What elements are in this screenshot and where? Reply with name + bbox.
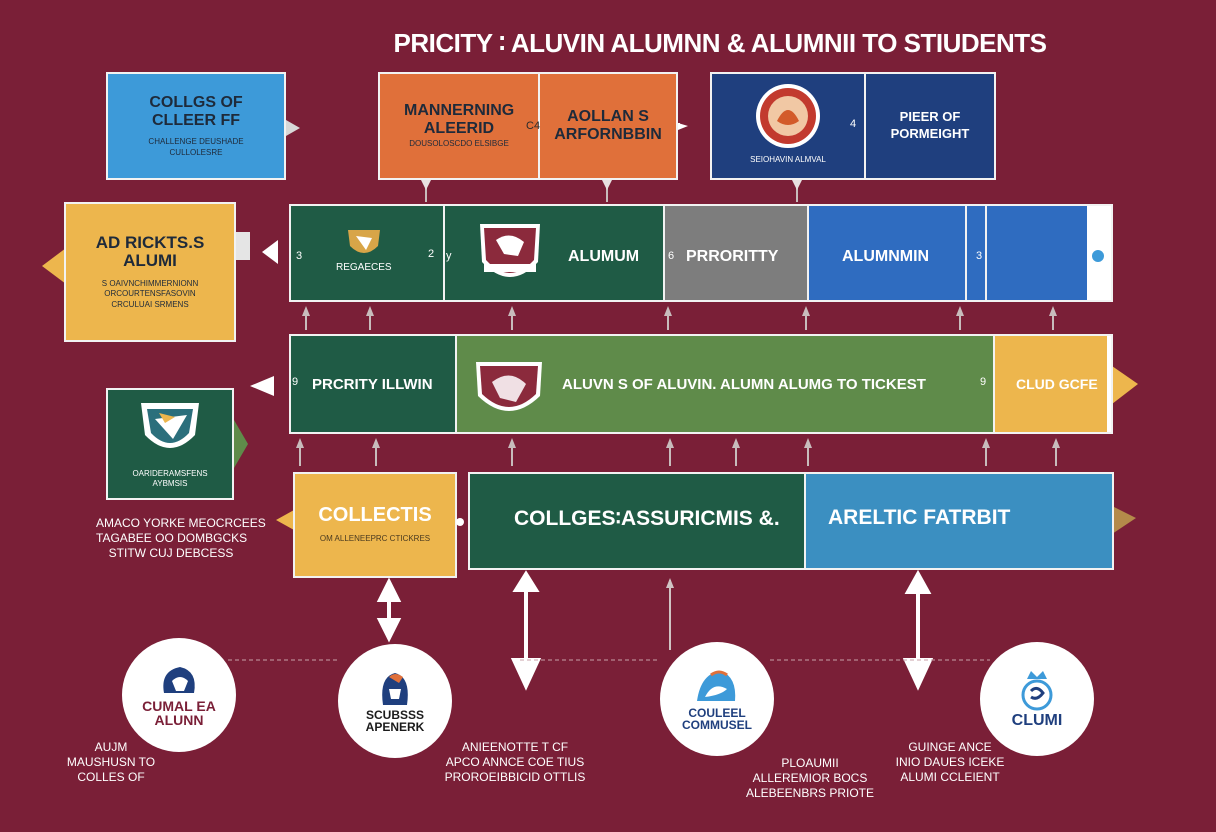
tickets-alumni-box[interactable]: AD RICKTS.S ALUMI S OAIVNCHIMMERNIONN OR… <box>64 202 236 342</box>
colleges-box[interactable]: COLLGS OF CLLEER FF CHALLENGE DEUSHADE C… <box>106 72 286 180</box>
circle-1-caption-1: AUJM <box>94 740 128 754</box>
shield-caption-line-2: TAGABEE OO DOMBGCKS <box>96 531 248 545</box>
circle-logo-1[interactable]: CUMAL EA ALUNN <box>122 638 236 752</box>
row2-blue-dot <box>1092 250 1104 262</box>
orange-box-right[interactable]: AOLLAN S ARFORNBBIN <box>538 72 678 180</box>
circle-logo-4[interactable]: CLUMI <box>980 642 1094 756</box>
segment-label-alumum: ALUMUM <box>568 248 640 265</box>
colleges-box-sub: CHALLENGE DEUSHADE CULLOLESRE <box>148 137 244 157</box>
circle-logo-2[interactable]: SCUBSSS APENERK <box>338 644 452 758</box>
circle-2-caption-1: ANIEENOTTE T CF <box>461 740 569 754</box>
orange-right-title: AOLLAN S ARFORNBBIN <box>554 108 662 143</box>
orange-num: C4 <box>526 120 541 132</box>
navy-box-right[interactable]: PIEER OF PORMEIGHT <box>864 72 996 180</box>
colleges-box-title: COLLGS OF CLLEER FF <box>149 94 243 129</box>
row3-yellow-end: CLUD GCFE <box>1016 376 1098 392</box>
shield-caption-line-3: STITW CUJ DEBCESS <box>108 546 234 560</box>
circle-logo-3[interactable]: COULEEL COMMUSEL <box>660 642 774 756</box>
segment-label-priority: PRRORITTY <box>686 248 779 265</box>
dragon-crest-icon <box>476 362 542 411</box>
navy-caption: SEIOHAVIN ALMVAL <box>750 154 826 164</box>
row3-num-1: 9 <box>292 376 299 388</box>
orange-box-left[interactable]: MANNERNING ALEERID DOUSOLOSCDO ELSIBGE <box>378 72 540 180</box>
circle-1-caption-3: COLLES OF <box>77 770 145 784</box>
circle-1-text: CUMAL EA ALUNN <box>142 698 216 728</box>
collects-box[interactable]: COLLECTIS OM ALLENEEPRC CTICKRES <box>293 472 457 578</box>
wave-emblem-icon <box>697 670 736 701</box>
collects-sub: OM ALLENEEPRC CTICKRES <box>319 534 431 544</box>
row4-main-label: COLLGES∶ASSURICMIS &. <box>514 507 780 530</box>
tickets-sub: S OAIVNCHIMMERNIONN ORCOURTENSFASOVIN CR… <box>101 279 199 309</box>
row2-logo-caption: REGAECES <box>336 262 392 273</box>
row3-left-label: PRCRITY ILLWIN <box>312 376 433 393</box>
circle-3-caption-1: PLOAUMII <box>781 756 839 770</box>
circle-2-text: SCUBSSS APENERK <box>365 708 425 734</box>
shield-emblem-icon <box>348 230 380 253</box>
circle-3-text: COULEEL COMMUSEL <box>682 706 752 732</box>
navy-right-title: PIEER OF PORMEIGHT <box>890 109 970 141</box>
shield-caption-line-1: AMACO YORKE MEOCRCEES <box>96 516 266 530</box>
row2-num-2: 2 <box>428 248 435 260</box>
row2-num-1: 3 <box>296 250 303 262</box>
row4-bar <box>468 472 1114 570</box>
shield-caption: OARIDERAMSFENS AYBMSIS <box>132 468 208 488</box>
row2-num-5: 3 <box>976 250 983 262</box>
row4-blue-label: ARELTIC FATRBIT <box>828 506 1011 529</box>
circle-2-caption-3: PROROEIBBICID OTTLIS <box>444 770 586 784</box>
warrior-head-icon <box>382 673 408 705</box>
row2-num-3: y <box>446 250 452 262</box>
collects-title: COLLECTIS <box>318 504 432 527</box>
row2-num-4: 6 <box>668 250 675 262</box>
shield-logo-box[interactable]: OARIDERAMSFENS AYBMSIS <box>106 388 234 500</box>
orange-left-title: MANNERNING ALEERID <box>404 102 515 137</box>
circle-3-caption-3: ALEBEENBRS PRIOTE <box>745 786 875 800</box>
circle-1-caption-2: MAUSHUSN TO <box>66 755 156 769</box>
segment-label-alumnmin: ALUMNMIN <box>842 248 930 265</box>
row4-connector-dot <box>456 518 464 526</box>
circle-4-text: CLUMI <box>1011 712 1063 729</box>
tickets-title: AD RICKTS.S ALUMI <box>95 232 205 271</box>
circle-4-caption-2: INIO DAUES ICEKE <box>895 755 1005 769</box>
crown-crest-icon <box>1021 671 1053 711</box>
page-title: PRICITY ∶ ALUVIN ALUMNN & ALUMNII TO STI… <box>393 28 1047 58</box>
navy-num: 4 <box>850 118 857 130</box>
row3-green-text: ALUVN S OF ALUVIN. ALUMN ALUMG TO TICKES… <box>562 376 926 393</box>
griffin-crest-icon <box>480 224 540 277</box>
row3-num-3: 9 <box>980 376 987 388</box>
orange-left-sub: DOUSOLOSCDO ELSIBGE <box>409 139 509 149</box>
circle-4-caption-3: ALUMI CCLEIENT <box>900 770 1000 784</box>
row2-bar <box>289 204 1113 302</box>
row3-bar <box>289 334 1113 434</box>
circle-2-caption-2: APCO ANNCE COE TIUS <box>445 755 585 769</box>
lion-head-icon <box>163 667 195 693</box>
navy-box-left[interactable]: SEIOHAVIN ALMVAL <box>710 72 866 180</box>
arrow-right-icon <box>286 120 300 136</box>
circle-3-caption-2: ALLEREMIOR BOCS <box>752 771 868 785</box>
eagle-shield-icon <box>141 402 199 448</box>
crest-logo-icon <box>756 83 820 148</box>
circle-4-caption-1: GUINGE ANCE <box>908 740 992 754</box>
